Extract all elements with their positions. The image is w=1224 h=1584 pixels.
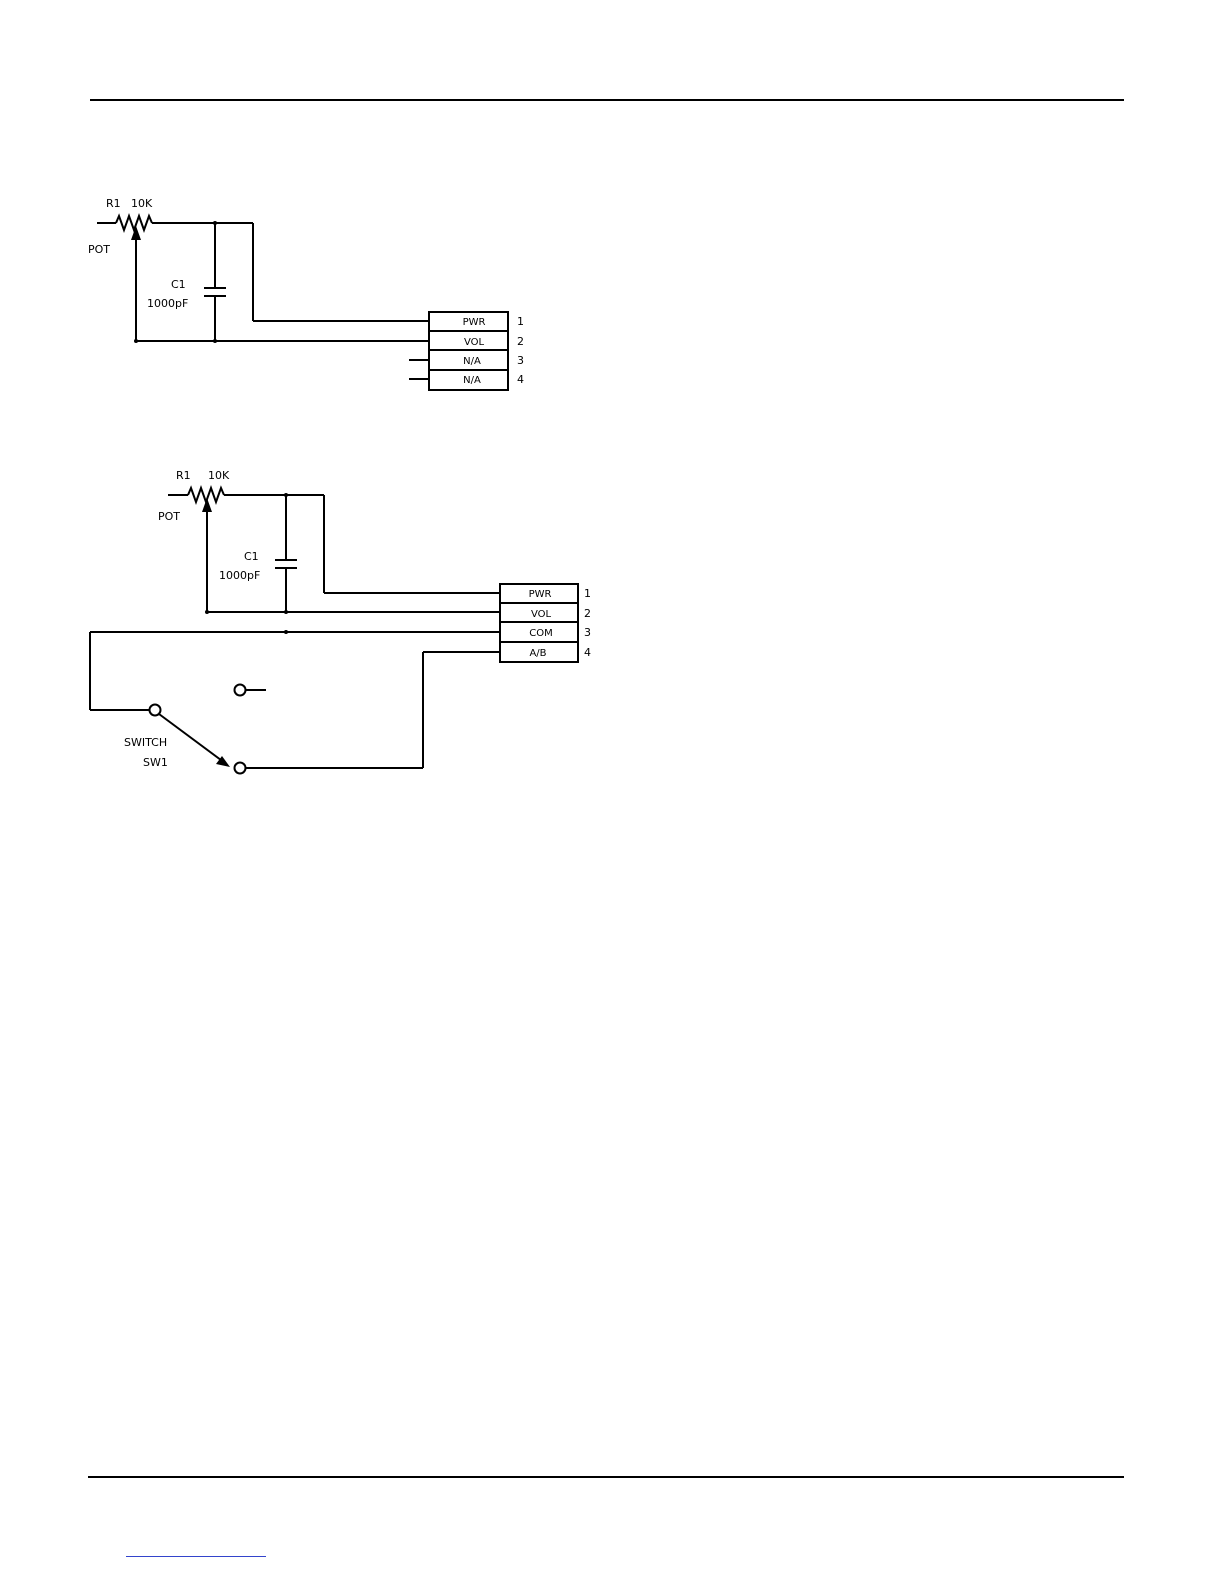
pin-number: 3 bbox=[517, 354, 524, 367]
switch-ref-label: SW1 bbox=[143, 756, 168, 769]
pot-value-label: 10K bbox=[131, 197, 153, 210]
pot-ref-label: R1 bbox=[106, 197, 121, 210]
cap-value-label: 1000pF bbox=[147, 297, 188, 310]
connector-pin-label: VOL bbox=[531, 609, 552, 620]
pin-number: 2 bbox=[584, 607, 591, 620]
pot-type-label: POT bbox=[158, 510, 180, 523]
pot-type-label: POT bbox=[88, 243, 110, 256]
connector-pin-label: A/B bbox=[529, 648, 546, 659]
cap-value-label: 1000pF bbox=[219, 569, 260, 582]
connector-pin-label: PWR bbox=[463, 317, 486, 328]
connector-pin-label: PWR bbox=[529, 589, 552, 600]
pin-number: 3 bbox=[584, 626, 591, 639]
schematic-b-labels: R1 10K POT C1 1000pF PWR VOL COM A/B 1 2… bbox=[124, 469, 591, 769]
pot-value-label: 10K bbox=[208, 469, 230, 482]
connector-pin-label: N/A bbox=[463, 356, 481, 367]
pin-number: 1 bbox=[517, 315, 524, 328]
capacitor-c1-a bbox=[204, 223, 226, 341]
schematic-a-labels: R1 10K POT C1 1000pF PWR VOL N/A N/A 1 2… bbox=[88, 197, 524, 386]
switch-type-label: SWITCH bbox=[124, 736, 167, 749]
connector-pin-label: VOL bbox=[464, 337, 485, 348]
capacitor-c1-b bbox=[275, 495, 297, 612]
cap-ref-label: C1 bbox=[171, 278, 186, 291]
pin-number: 4 bbox=[584, 646, 591, 659]
pin-number: 4 bbox=[517, 373, 524, 386]
pot-ref-label: R1 bbox=[176, 469, 191, 482]
cap-ref-label: C1 bbox=[244, 550, 259, 563]
schematic-b bbox=[90, 488, 578, 774]
pin-number: 1 bbox=[584, 587, 591, 600]
connector-pin-label: COM bbox=[529, 628, 552, 639]
connector-pin-label: N/A bbox=[463, 375, 481, 386]
pin-number: 2 bbox=[517, 335, 524, 348]
